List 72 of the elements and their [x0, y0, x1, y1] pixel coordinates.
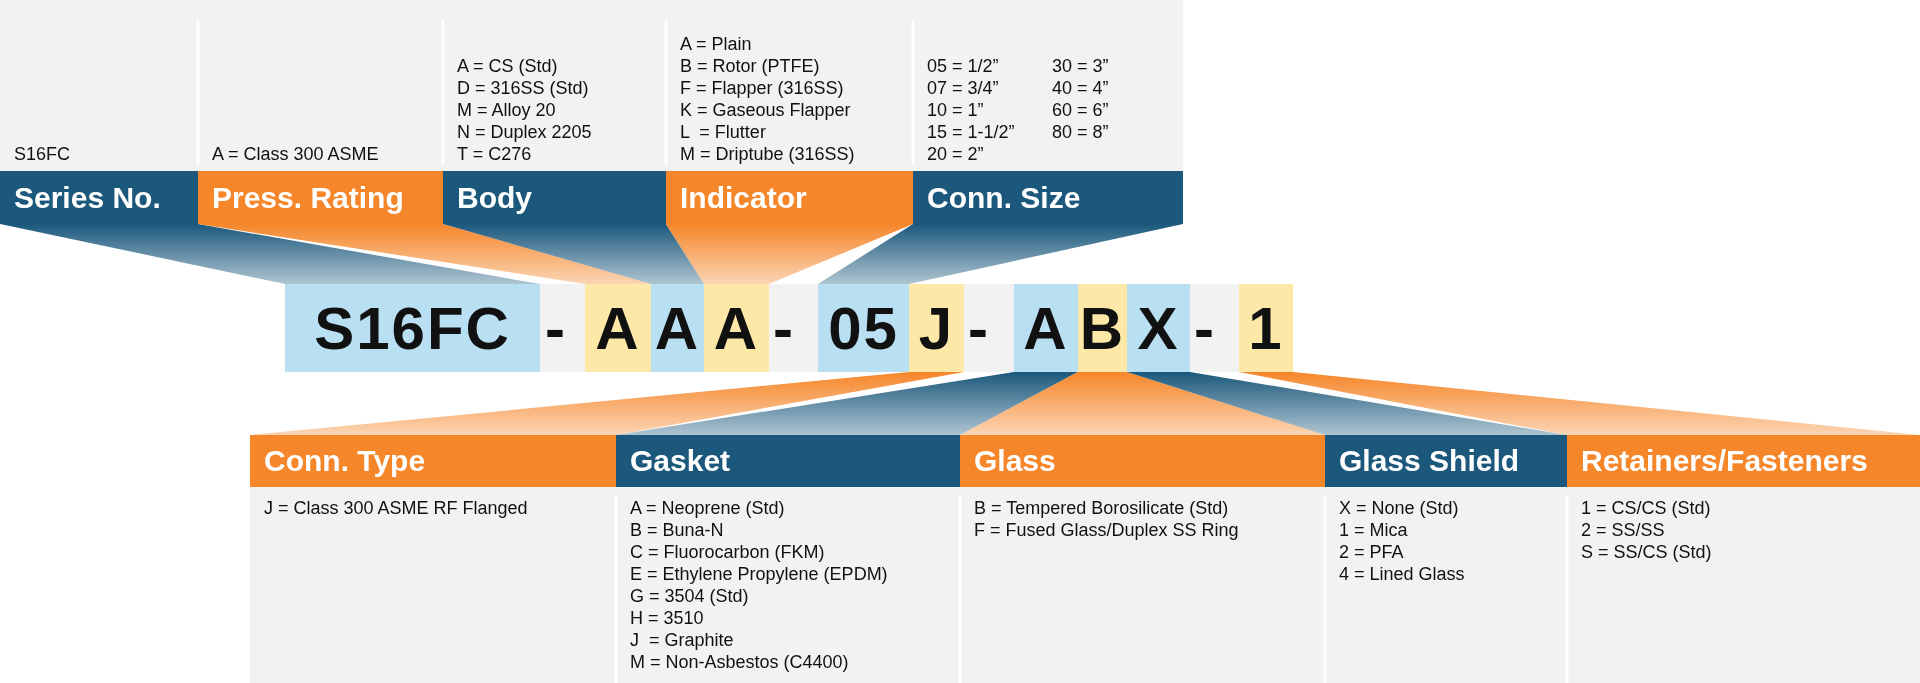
option-text: D = 316SS (Std)	[457, 77, 589, 99]
option-text: S16FC	[14, 143, 71, 165]
option-text: 20 = 2”	[927, 143, 984, 165]
funnel-connector	[960, 372, 1325, 435]
option-text: F = Flapper (316SS)	[680, 77, 844, 99]
option-text: X = None (Std)	[1339, 497, 1459, 519]
option-text: E = Ethylene Propylene (EPDM)	[630, 563, 888, 585]
option-text: M = Non-Asbestos (C4400)	[630, 651, 849, 673]
column-header: Glass	[960, 435, 1325, 487]
option-text: 1 = CS/CS (Std)	[1581, 497, 1711, 519]
code-segment: 05	[818, 284, 909, 372]
column-header: Conn. Size	[913, 171, 1183, 224]
funnel-connector	[0, 224, 540, 284]
code-segment: A	[651, 284, 704, 372]
funnel-connector	[198, 224, 651, 284]
option-text: A = Plain	[680, 33, 752, 55]
column-header: Press. Rating	[198, 171, 443, 224]
column-header: Gasket	[616, 435, 960, 487]
option-text: 30 = 3”	[1052, 55, 1109, 77]
code-segment: J	[909, 284, 964, 372]
funnel-connector	[616, 372, 1078, 435]
column-header: Indicator	[666, 171, 913, 224]
column-header: Conn. Type	[250, 435, 616, 487]
option-text: M = Driptube (316SS)	[680, 143, 855, 165]
option-text: B = Rotor (PTFE)	[680, 55, 820, 77]
separator-text: -	[968, 293, 988, 364]
code-segment: A	[1014, 284, 1078, 372]
code-segment: 1	[1239, 284, 1293, 372]
option-text: 05 = 1/2”	[927, 55, 999, 77]
option-text: T = C276	[457, 143, 532, 165]
option-text: F = Fused Glass/Duplex SS Ring	[974, 519, 1239, 541]
code-segment: X	[1127, 284, 1190, 372]
option-text: N = Duplex 2205	[457, 121, 592, 143]
column-header: Series No.	[0, 171, 198, 224]
code-segment: A	[704, 284, 769, 372]
option-text: A = Neoprene (Std)	[630, 497, 785, 519]
option-text: 40 = 4”	[1052, 77, 1109, 99]
option-text: 10 = 1”	[927, 99, 984, 121]
option-text: J = Class 300 ASME RF Flanged	[264, 497, 528, 519]
option-text: S = SS/CS (Std)	[1581, 541, 1712, 563]
option-text: L = Flutter	[680, 121, 766, 143]
option-text: J = Graphite	[630, 629, 734, 651]
column-header: Glass Shield	[1325, 435, 1567, 487]
separator-text: -	[773, 293, 793, 364]
option-text: B = Buna-N	[630, 519, 724, 541]
funnel-connector	[443, 224, 704, 284]
option-text: 2 = PFA	[1339, 541, 1404, 563]
option-text: 15 = 1-1/2”	[927, 121, 1015, 143]
funnel-connector	[1127, 372, 1567, 435]
option-text: H = 3510	[630, 607, 704, 629]
option-text: C = Fluorocarbon (FKM)	[630, 541, 825, 563]
option-text: M = Alloy 20	[457, 99, 556, 121]
option-text: 2 = SS/SS	[1581, 519, 1665, 541]
option-text: 4 = Lined Glass	[1339, 563, 1465, 585]
separator-text: -	[545, 293, 565, 364]
option-text: 07 = 3/4”	[927, 77, 999, 99]
option-text: K = Gaseous Flapper	[680, 99, 851, 121]
option-text: 60 = 6”	[1052, 99, 1109, 121]
option-text: B = Tempered Borosilicate (Std)	[974, 497, 1229, 519]
option-text: 80 = 8”	[1052, 121, 1109, 143]
option-text: A = Class 300 ASME	[212, 143, 379, 165]
column-header: Body	[443, 171, 666, 224]
funnel-connector	[818, 224, 1183, 284]
code-segment: A	[585, 284, 651, 372]
option-text: G = 3504 (Std)	[630, 585, 749, 607]
separator-text: -	[1194, 293, 1214, 364]
code-segment: S16FC	[285, 284, 540, 372]
column-header: Retainers/Fasteners	[1567, 435, 1920, 487]
funnel-connector	[666, 224, 913, 284]
code-segment: B	[1078, 284, 1127, 372]
option-text: 1 = Mica	[1339, 519, 1408, 541]
option-text: A = CS (Std)	[457, 55, 558, 77]
